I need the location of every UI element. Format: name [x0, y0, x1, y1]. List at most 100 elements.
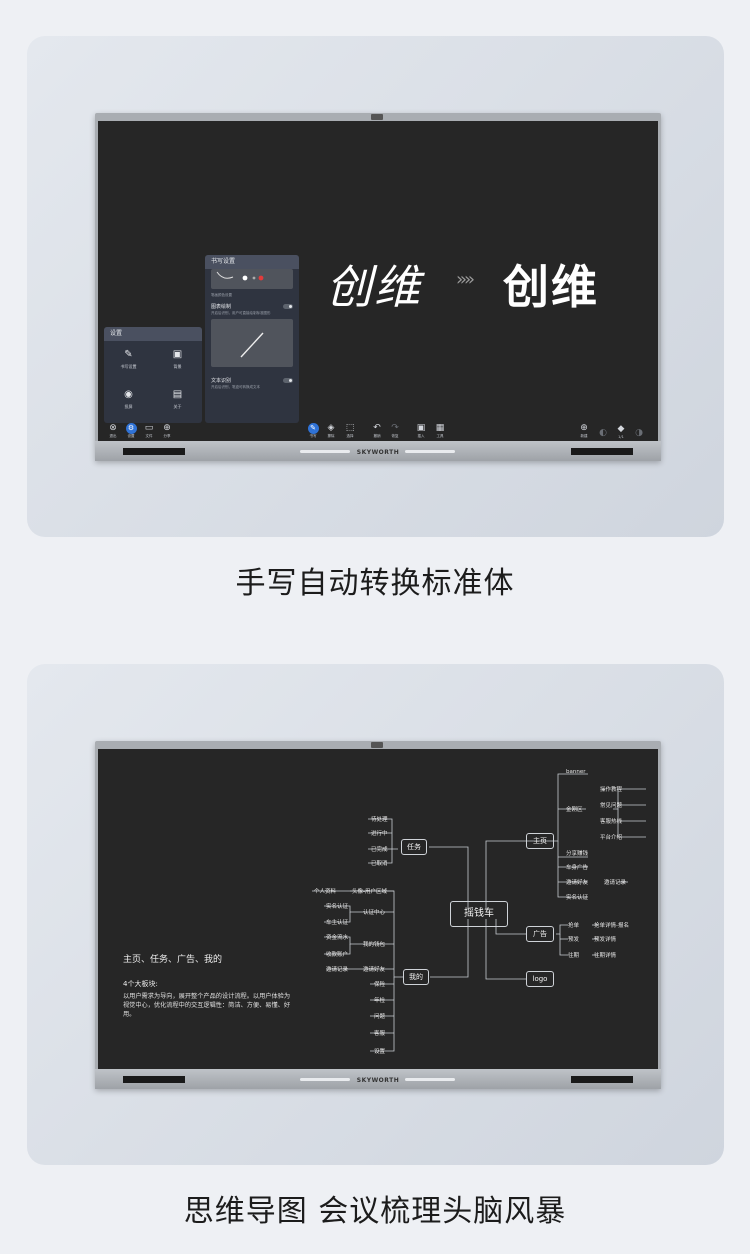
pen-color-section: 笔画颜色设置 [211, 293, 232, 297]
pen-button[interactable]: ✎书写 [304, 423, 322, 439]
tools-button[interactable]: ▦工具 [431, 423, 449, 439]
node-profile[interactable]: 个人资料 [314, 889, 337, 895]
node-mine-item[interactable]: 设置 [374, 1049, 386, 1055]
handwriting-text: 创维 [326, 260, 422, 314]
node-task-child[interactable]: 进行中 [371, 831, 388, 837]
document-icon: ▤ [172, 389, 183, 400]
node-task-child[interactable]: 待处理 [371, 817, 388, 823]
node-wallet-child[interactable]: 资金流水 [326, 935, 349, 941]
stroke-preview [211, 319, 293, 367]
intro-body: 以用户需求为导向，展开整个产品的设计流程。以用户体验为视觉中心，优化流程中的交互… [123, 993, 291, 1018]
node-golden-child[interactable]: 常见问题 [600, 803, 623, 809]
node-home-item[interactable]: 车身广告 [566, 865, 589, 871]
node-logo[interactable]: logo [526, 971, 554, 987]
insert-button[interactable]: ▣插入 [412, 423, 430, 439]
settings-panel: 设置 ✎ 书写设置 ▣ 背景 ◉ 投屏 ▤ 关于 [104, 327, 202, 423]
node-mine[interactable]: 我的 [403, 969, 429, 985]
node-home-item[interactable]: 实名认证 [566, 895, 589, 901]
node-mine-item[interactable]: 客服 [374, 1031, 386, 1037]
node-home-item[interactable]: 分享赚钱 [566, 851, 589, 857]
node-mine-item[interactable]: 问题 [374, 1014, 386, 1020]
speaker-grille [405, 450, 455, 453]
node-invite-record[interactable]: 邀请记录 [326, 967, 349, 973]
node-invite[interactable]: 邀请好友 [363, 967, 386, 973]
pen-color-swatches [216, 271, 264, 281]
node-ad-item[interactable]: 往期 [568, 953, 580, 959]
undo-button[interactable]: ↶撤销 [368, 423, 386, 439]
settings-item-writing[interactable]: ✎ 书写设置 [104, 341, 153, 381]
intro-subtitle: 4个大板块: [123, 980, 158, 988]
select-button[interactable]: ⬚选择 [341, 423, 359, 439]
text-recognition-toggle[interactable] [283, 378, 293, 383]
settings-item-about[interactable]: ▤ 关于 [153, 381, 202, 421]
node-task-child[interactable]: 已取消 [371, 861, 388, 867]
front-buttons [571, 448, 633, 455]
speaker-grille [300, 1078, 350, 1081]
redo-button[interactable]: ↷恢复 [386, 423, 404, 439]
node-wallet-child[interactable]: 收款账户 [326, 952, 349, 958]
node-golden-area[interactable]: 金刚区 [566, 807, 583, 813]
node-banner[interactable]: banner [566, 769, 586, 775]
node-home-item[interactable]: 邀请好友 [566, 880, 589, 886]
pen-icon: ✎ [124, 349, 133, 360]
node-task-child[interactable]: 已完成 [371, 847, 388, 853]
mindmap-screen[interactable]: 主页、任务、广告、我的 4个大板块: 以用户需求为导向，展开整个产品的设计流程。… [98, 749, 658, 1069]
node-invite-record-home[interactable]: 邀请记录 [604, 880, 627, 886]
node-mine-item[interactable]: 年检 [374, 998, 386, 1004]
image-icon: ▣ [172, 349, 183, 360]
toolbar-label: 退出 [109, 434, 117, 438]
node-task[interactable]: 任务 [401, 839, 427, 855]
settings-item-cast[interactable]: ◉ 投屏 [104, 381, 153, 421]
share-button[interactable]: ⊕分享 [158, 423, 176, 439]
eraser-icon: ◈ [327, 423, 335, 433]
settings-panel-title: 设置 [104, 327, 202, 341]
brand-logo: SKYWORTH [356, 1077, 400, 1084]
node-wallet[interactable]: 我的钱包 [363, 942, 386, 948]
node-mine-item[interactable]: 保险 [374, 982, 386, 988]
node-golden-child[interactable]: 客服热线 [600, 819, 623, 825]
broadcast-icon: ◉ [124, 389, 133, 400]
toolbar-label: 书写 [309, 434, 317, 438]
pen-color-preview[interactable] [211, 269, 293, 289]
toolbar-label: 插入 [417, 434, 425, 438]
share-icon: ⊕ [163, 423, 171, 433]
front-buttons [571, 1076, 633, 1083]
panel-title: 书写设置 [205, 255, 299, 269]
mindmap-center-node[interactable]: 摇钱车 [450, 901, 508, 927]
prev-page-button[interactable]: ◐ [594, 428, 612, 439]
settings-item-background[interactable]: ▣ 背景 [153, 341, 202, 381]
new-page-button[interactable]: ⊕新建 [575, 423, 593, 439]
settings-item-label: 投屏 [124, 404, 133, 409]
node-golden-child[interactable]: 平台介绍 [600, 835, 623, 841]
intro-title: 主页、任务、广告、我的 [123, 955, 223, 965]
shape-recognition-desc: 开启后识别，用户可直接绘制标准图形 [211, 311, 271, 315]
exit-button[interactable]: ⊗退出 [104, 423, 122, 439]
monitor-bezel: SKYWORTH [95, 1069, 661, 1089]
insert-icon: ▣ [416, 423, 426, 433]
node-avatar[interactable]: 头像-用户区域 [352, 889, 387, 895]
node-auth-child[interactable]: 实名认证 [326, 904, 349, 910]
front-ports [123, 1076, 185, 1083]
standard-text: 创维 [503, 260, 599, 314]
page-indicator[interactable]: ◆1/1 [612, 424, 630, 439]
node-golden-child[interactable]: 操作教程 [600, 787, 623, 793]
camera-icon [371, 114, 383, 120]
node-home[interactable]: 主页 [526, 833, 554, 849]
node-auth-center[interactable]: 认证中心 [363, 910, 386, 916]
camera-icon [371, 742, 383, 748]
eraser-button[interactable]: ◈擦除 [322, 423, 340, 439]
select-icon: ⬚ [345, 423, 355, 433]
settings-button[interactable]: ⚙设置 [122, 423, 140, 439]
node-ad[interactable]: 广告 [526, 926, 554, 942]
toolbar-label: 选择 [346, 434, 354, 438]
node-ad-detail[interactable]: 预发详情 [594, 937, 617, 943]
node-ad-item[interactable]: 抢单 [568, 923, 580, 929]
next-page-button[interactable]: ◑ [630, 428, 648, 439]
whiteboard-screen[interactable]: 书写设置 笔画颜色设置 图表绘制 开启后识别，用户可直接绘制标准图形 文本识别 [98, 121, 658, 441]
shape-recognition-toggle[interactable] [283, 304, 293, 309]
file-button[interactable]: ▭文件 [140, 423, 158, 439]
node-ad-detail[interactable]: 往期详情 [594, 953, 617, 959]
node-auth-child[interactable]: 车主认证 [326, 920, 349, 926]
node-ad-detail[interactable]: 抢单详情-报名 [594, 923, 629, 929]
node-ad-item[interactable]: 预发 [568, 937, 580, 943]
